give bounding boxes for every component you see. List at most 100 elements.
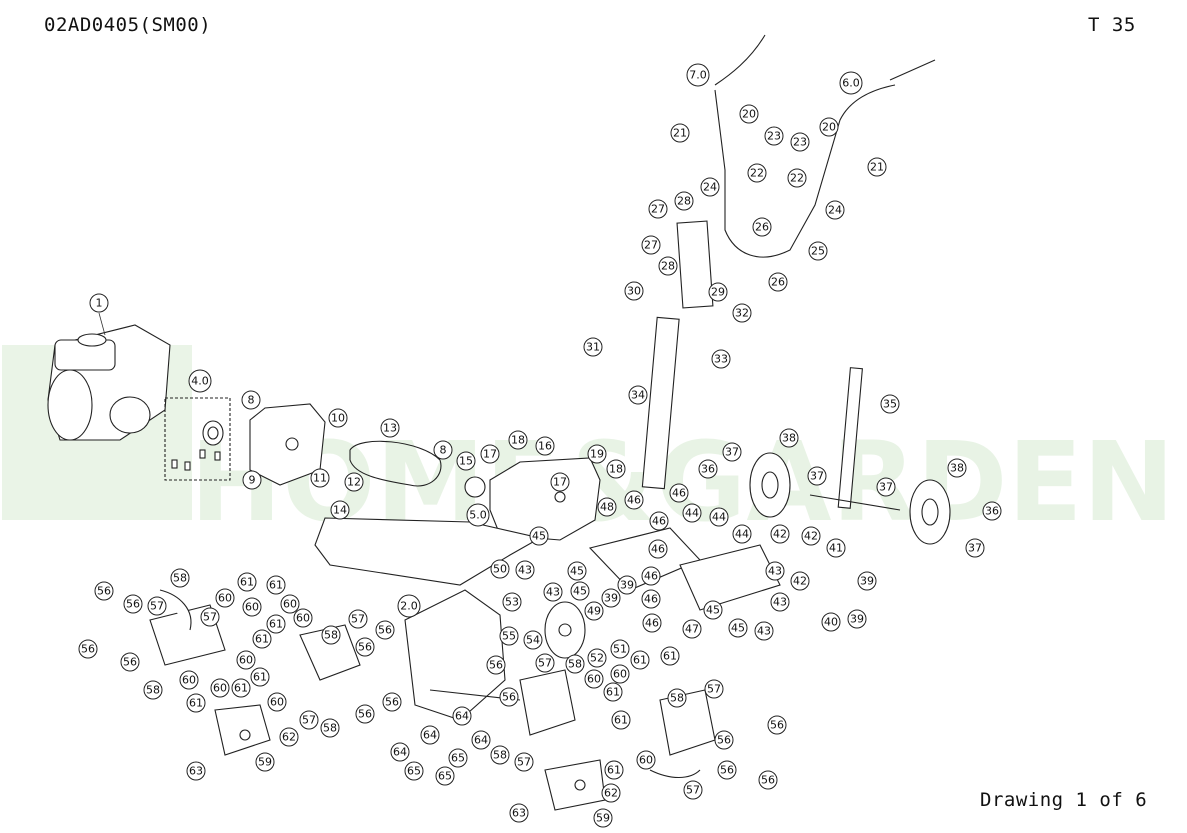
svg-text:44: 44 (735, 528, 749, 541)
drive-belt (349, 440, 442, 487)
svg-text:61: 61 (614, 714, 628, 727)
callout-22a: 22 (747, 163, 767, 183)
callout-62b: 62 (601, 783, 621, 803)
svg-text:61: 61 (240, 576, 254, 589)
svg-text:56: 56 (123, 656, 137, 669)
svg-text:61: 61 (253, 671, 267, 684)
svg-text:45: 45 (532, 530, 546, 543)
svg-text:33: 33 (714, 353, 728, 366)
svg-text:48: 48 (600, 501, 614, 514)
callout-61c: 61 (266, 614, 286, 634)
callout-7-0: 7.0 (686, 63, 710, 87)
callout-23a: 23 (764, 126, 784, 146)
svg-text:10: 10 (331, 412, 345, 425)
callout-2-0: 2.0 (397, 594, 421, 618)
svg-text:21: 21 (673, 127, 687, 140)
callout-61h: 61 (630, 650, 650, 670)
handlebar-assembly (641, 34, 936, 511)
svg-text:58: 58 (146, 684, 160, 697)
svg-text:64: 64 (393, 746, 407, 759)
transport-wheels (749, 452, 951, 545)
svg-text:43: 43 (518, 564, 532, 577)
svg-text:43: 43 (757, 625, 771, 638)
svg-text:56: 56 (489, 659, 503, 672)
svg-text:58: 58 (173, 572, 187, 585)
callout-60g: 60 (210, 678, 230, 698)
callout-25: 25 (808, 241, 828, 261)
callout-56b: 56 (123, 594, 143, 614)
svg-text:56: 56 (358, 708, 372, 721)
callout-9: 9 (242, 470, 262, 490)
svg-text:22: 22 (750, 167, 764, 180)
svg-text:56: 56 (378, 624, 392, 637)
svg-text:53: 53 (505, 596, 519, 609)
callout-38a: 38 (779, 428, 799, 448)
svg-text:42: 42 (793, 575, 807, 588)
callout-60h: 60 (267, 692, 287, 712)
svg-text:52: 52 (590, 652, 604, 665)
callout-14: 14 (330, 500, 350, 520)
svg-text:39: 39 (604, 592, 618, 605)
callout-47: 47 (682, 619, 702, 639)
svg-text:7.0: 7.0 (689, 69, 707, 82)
svg-text:37: 37 (968, 542, 982, 555)
svg-text:60: 60 (245, 601, 259, 614)
svg-text:36: 36 (701, 463, 715, 476)
callout-61e: 61 (250, 667, 270, 687)
svg-text:39: 39 (620, 579, 634, 592)
callout-1: 1 (89, 293, 109, 336)
callout-43d: 43 (770, 592, 790, 612)
svg-text:60: 60 (270, 696, 284, 709)
svg-text:46: 46 (652, 515, 666, 528)
svg-text:13: 13 (383, 422, 397, 435)
callout-44c: 44 (732, 524, 752, 544)
svg-text:18: 18 (511, 434, 525, 447)
svg-text:57: 57 (707, 683, 721, 696)
svg-text:37: 37 (879, 481, 893, 494)
svg-text:56: 56 (717, 734, 731, 747)
svg-text:60: 60 (239, 654, 253, 667)
svg-text:47: 47 (685, 623, 699, 636)
callout-65b: 65 (404, 761, 424, 781)
callout-54: 54 (523, 630, 543, 650)
svg-text:23: 23 (793, 136, 807, 149)
callout-61a: 61 (237, 572, 257, 592)
callout-57f: 57 (514, 752, 534, 772)
svg-text:55: 55 (502, 630, 516, 643)
callout-34: 34 (628, 385, 648, 405)
svg-text:24: 24 (828, 204, 842, 217)
svg-text:49: 49 (587, 605, 601, 618)
svg-text:64: 64 (455, 710, 469, 723)
callout-44b: 44 (709, 507, 729, 527)
svg-text:60: 60 (182, 674, 196, 687)
side-brackets (588, 527, 781, 611)
callout-63a: 63 (186, 761, 206, 781)
svg-text:8: 8 (440, 444, 447, 457)
callout-42c: 42 (790, 571, 810, 591)
callout-37c: 37 (876, 477, 896, 497)
svg-text:60: 60 (613, 668, 627, 681)
svg-text:61: 61 (189, 697, 203, 710)
svg-text:39: 39 (860, 575, 874, 588)
svg-text:57: 57 (351, 613, 365, 626)
svg-text:56: 56 (97, 585, 111, 598)
callout-61l: 61 (604, 760, 624, 780)
callout-58c: 58 (321, 625, 341, 645)
callout-62a: 62 (279, 727, 299, 747)
callout-23b: 23 (790, 132, 810, 152)
callout-61k: 61 (611, 710, 631, 730)
svg-text:58: 58 (568, 658, 582, 671)
svg-text:8: 8 (248, 394, 255, 407)
svg-text:56: 56 (720, 764, 734, 777)
callout-15: 15 (456, 451, 476, 471)
callout-57e: 57 (535, 653, 555, 673)
callout-64b: 64 (420, 725, 440, 745)
svg-text:56: 56 (358, 641, 372, 654)
svg-text:65: 65 (451, 752, 465, 765)
svg-text:27: 27 (651, 203, 665, 216)
callout-45e: 45 (728, 618, 748, 638)
callout-20b: 20 (819, 117, 839, 137)
callout-56f: 56 (355, 637, 375, 657)
callout-8b: 8 (433, 440, 453, 460)
callout-56h: 56 (355, 704, 375, 724)
